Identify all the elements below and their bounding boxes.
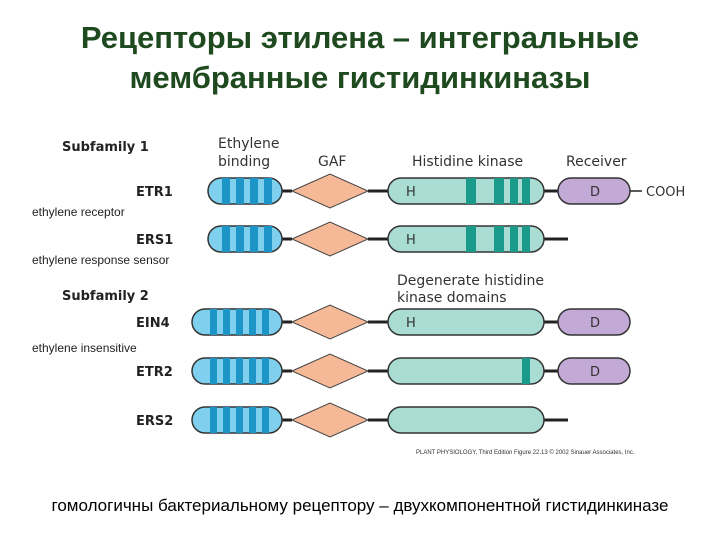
kinase-domain bbox=[387, 308, 545, 336]
gaf-domain bbox=[290, 353, 370, 389]
header-histidine-kinase: Histidine kinase bbox=[412, 154, 523, 170]
receptor-name-ers1: ERS1 bbox=[136, 233, 173, 248]
receptor-name-etr1: ETR1 bbox=[136, 185, 173, 200]
receptor-etr1: ETR1 ethylene receptor H D COOH bbox=[32, 173, 685, 219]
h-label: H bbox=[406, 185, 416, 200]
receiver-domain bbox=[557, 177, 631, 205]
header-degenerate-2: kinase domains bbox=[397, 290, 507, 306]
receptor-ers1: ERS1 ethylene response sensor H bbox=[32, 221, 568, 267]
slide-title: Рецепторы этилена – интегральные мембран… bbox=[0, 18, 720, 98]
kinase-domain bbox=[387, 357, 545, 385]
header-degenerate-1: Degenerate histidine bbox=[397, 273, 544, 289]
receptor-name-ein4: EIN4 bbox=[136, 316, 170, 331]
gaf-domain bbox=[290, 402, 370, 438]
gaf-domain bbox=[290, 173, 370, 209]
h-label: H bbox=[406, 233, 416, 248]
header-ethylene-binding-1: Ethylene bbox=[218, 136, 279, 152]
kinase-domain bbox=[387, 406, 545, 434]
d-label: D bbox=[590, 185, 600, 200]
footer-note: гомологичны бактериальному рецептору – д… bbox=[51, 496, 669, 515]
gaf-domain bbox=[290, 304, 370, 340]
d-label: D bbox=[590, 316, 600, 331]
subfamily-1-label: Subfamily 1 bbox=[62, 140, 149, 155]
subfamily-2-label: Subfamily 2 bbox=[62, 289, 149, 304]
figure-credit: PLANT PHYSIOLOGY, Third Edition Figure 2… bbox=[416, 449, 635, 456]
receptor-ein4: EIN4 ethylene insensitive H D bbox=[32, 304, 631, 355]
gaf-domain bbox=[290, 221, 370, 257]
receiver-domain bbox=[557, 308, 631, 336]
receiver-domain bbox=[557, 357, 631, 385]
receptor-note-ers1: ethylene response sensor bbox=[32, 253, 169, 267]
header-receiver: Receiver bbox=[566, 154, 627, 170]
title-line-1: Рецепторы этилена – интегральные bbox=[80, 20, 640, 55]
receptor-name-ers2: ERS2 bbox=[136, 414, 173, 429]
receptor-ers2: ERS2 bbox=[136, 402, 568, 438]
d-label: D bbox=[590, 365, 600, 380]
h-label: H bbox=[406, 316, 416, 331]
receptor-note-etr1: ethylene receptor bbox=[32, 205, 125, 219]
receptor-etr2: ETR2 D bbox=[136, 353, 631, 389]
cooh-label: COOH bbox=[646, 185, 685, 200]
receptor-name-etr2: ETR2 bbox=[136, 365, 173, 380]
receptor-note-ein4: ethylene insensitive bbox=[32, 341, 137, 355]
header-ethylene-binding-2: binding bbox=[218, 154, 270, 170]
header-gaf: GAF bbox=[318, 154, 346, 170]
title-line-2: мембранные гистидинкиназы bbox=[129, 60, 591, 95]
